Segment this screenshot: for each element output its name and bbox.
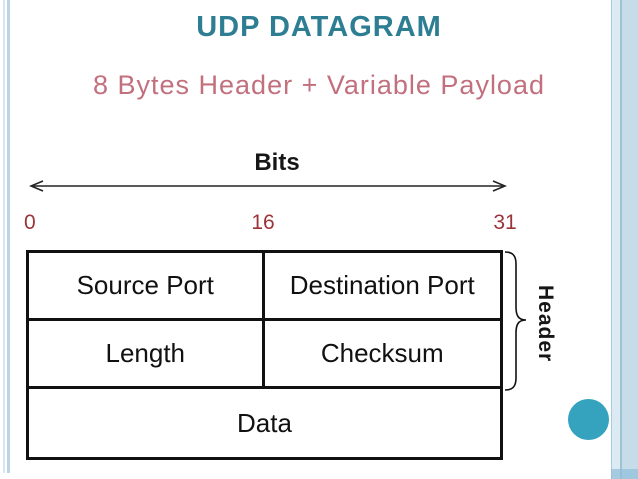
bit-tick-16: 16	[251, 211, 275, 234]
cell-length: Length	[29, 321, 265, 389]
right-border-band-accent	[611, 469, 638, 479]
slide-title: UDP DATAGRAM	[196, 11, 442, 43]
header-brace-icon	[504, 251, 527, 391]
header-brace-label: Header	[534, 285, 557, 363]
right-border-band	[611, 0, 638, 479]
left-border-stripe-outer	[3, 0, 5, 473]
bits-span-arrow-icon	[29, 180, 507, 192]
cell-source-port: Source Port	[29, 253, 265, 321]
decorative-circle	[568, 399, 609, 440]
cell-data: Data	[29, 389, 500, 457]
bits-axis-label: Bits	[254, 149, 300, 176]
slide-subtitle: 8 Bytes Header + Variable Payload	[92, 70, 545, 100]
udp-datagram-table: Source Port Destination Port Length Chec…	[26, 250, 503, 460]
cell-destination-port: Destination Port	[264, 253, 500, 321]
cell-checksum: Checksum	[264, 321, 500, 389]
left-border-stripe-inner	[7, 0, 10, 473]
bit-tick-0: 0	[24, 211, 36, 234]
bit-tick-31: 31	[493, 211, 517, 234]
